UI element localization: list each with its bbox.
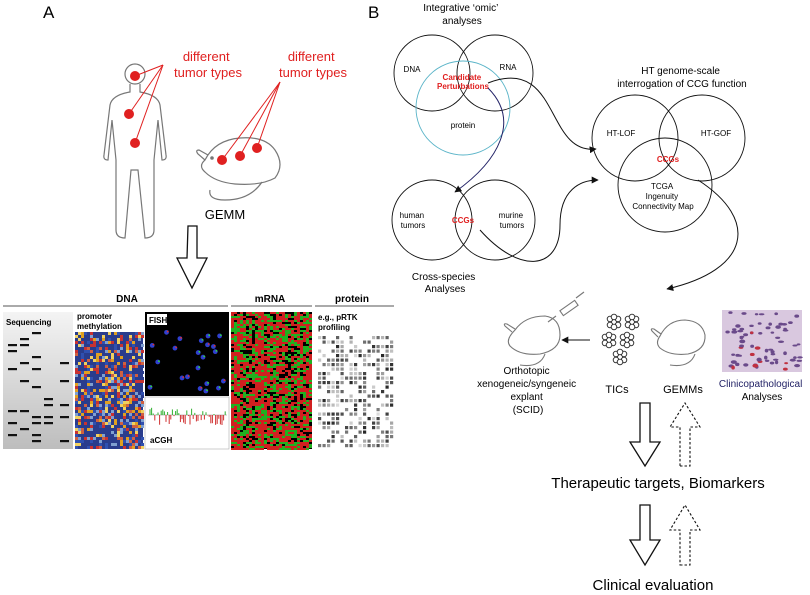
histology-image bbox=[722, 310, 803, 372]
omic-protein-label: protein bbox=[451, 121, 475, 130]
clinical-evaluation-label: Clinical evaluation bbox=[593, 577, 714, 594]
omic-venn bbox=[393, 34, 534, 156]
ht-databases-label: TCGA Ingenuity Connectivity Map bbox=[632, 182, 694, 211]
tumor-dots-mouse bbox=[217, 143, 262, 165]
protein-array bbox=[315, 312, 394, 449]
down-arrow-a bbox=[175, 225, 209, 290]
ht-gof-label: HT-GOF bbox=[701, 129, 731, 138]
panel-b-label: B bbox=[368, 3, 379, 22]
acgh-plot bbox=[144, 396, 230, 450]
tumor-lines-mouse bbox=[221, 81, 281, 161]
mrna-header: mRNA bbox=[255, 294, 286, 305]
cross-species-venn bbox=[391, 179, 536, 261]
protein-header: protein bbox=[335, 294, 369, 305]
tumor-types-label-1: different tumor types bbox=[174, 49, 242, 80]
human-figure-icon bbox=[103, 63, 167, 239]
cross-species-title: Cross-species Analyses bbox=[412, 272, 478, 295]
ht-ccgs-label: CCGs bbox=[657, 155, 680, 164]
mouse-icon bbox=[196, 137, 281, 201]
gemms-label: GEMMs bbox=[663, 384, 703, 396]
tics-label: TICs bbox=[605, 384, 629, 396]
fish-image bbox=[145, 312, 229, 396]
cross-ccgs-label: CCGs bbox=[452, 216, 475, 225]
explant-label: Orthotopic xenogeneic/syngeneic explant … bbox=[477, 366, 579, 416]
tic-clusters-icon bbox=[601, 313, 640, 366]
ht-lof-label: HT-LOF bbox=[607, 129, 636, 138]
down-arrow-b2 bbox=[628, 504, 662, 567]
human-tumors-label: human tumors bbox=[400, 211, 427, 230]
dna-header: DNA bbox=[116, 294, 138, 305]
methylation-heatmap bbox=[75, 332, 144, 449]
panel-a-label: A bbox=[43, 3, 55, 22]
fish-label: FISH bbox=[149, 316, 167, 325]
prtk-label: e.g., pRTK profiling bbox=[318, 313, 360, 332]
clinicopathological-label: Clinicopathological Analyses bbox=[719, 379, 805, 403]
omic-dna-label: DNA bbox=[404, 65, 422, 74]
gemm-label: GEMM bbox=[205, 207, 245, 222]
down-arrow-b1 bbox=[628, 402, 662, 468]
omic-title: Integrative ‘omic’ analyses bbox=[423, 3, 500, 27]
ht-venn bbox=[591, 94, 746, 233]
flow-arrows bbox=[454, 77, 739, 344]
explant-mouse-icon bbox=[503, 315, 561, 367]
acgh-label: aCGH bbox=[150, 436, 172, 445]
candidate-perturbations-label: Candidate Perturbations bbox=[437, 73, 490, 91]
ht-title: HT genome-scale interrogation of CCG fun… bbox=[617, 66, 747, 90]
therapeutic-targets-label: Therapeutic targets, Biomarkers bbox=[551, 475, 764, 492]
omic-rna-label: RNA bbox=[500, 63, 518, 72]
up-arrow-b2 bbox=[669, 503, 701, 566]
sequencing-gel bbox=[3, 312, 73, 449]
gemms-mouse-icon bbox=[650, 319, 706, 367]
up-arrow-b1 bbox=[669, 401, 701, 467]
murine-tumors-label: murine tumors bbox=[499, 211, 526, 230]
mrna-heatmap bbox=[231, 312, 312, 450]
methylation-label: promoter methylation bbox=[77, 312, 122, 331]
tumor-lines-human bbox=[128, 64, 164, 144]
sequencing-label: Sequencing bbox=[6, 318, 51, 327]
tumor-types-label-2: different tumor types bbox=[279, 49, 347, 80]
syringe-icon bbox=[547, 291, 585, 323]
